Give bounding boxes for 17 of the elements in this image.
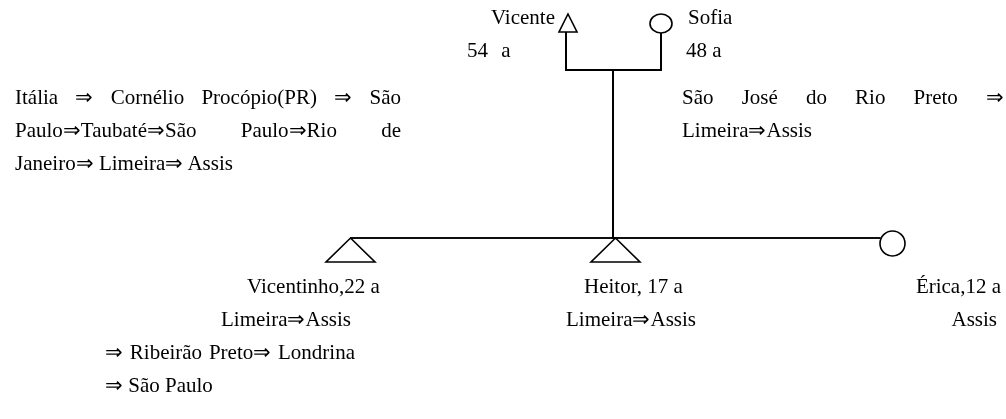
male-symbol [557, 12, 579, 33]
migration-route: Limeira⇒Assis ⇒ Ribeirão Preto⇒ Londrina ⇒ São Paulo [105, 306, 355, 399]
age-label: 54 a [467, 37, 511, 64]
age-label: 48 a [686, 37, 722, 64]
migration-route: São José do Rio Preto ⇒ Limeira⇒Assis [682, 84, 1004, 144]
male-symbol [324, 236, 377, 263]
female-symbol [649, 13, 673, 34]
person-name: Vicentinho,22 a [247, 273, 380, 300]
female-symbol [879, 230, 906, 257]
person-name: Vicente [490, 4, 555, 31]
migration-route: Itália ⇒ Cornélio Procópio(PR) ⇒ São Paulo⇒Taubaté⇒São Paulo⇒Rio de Janeiro⇒ Limeira⇒ Assis [15, 84, 401, 177]
male-symbol [589, 236, 642, 263]
person-name: Sofia [688, 4, 733, 31]
person-name: Heitor, 17 a [584, 273, 683, 300]
migration-route: Assis [951, 306, 997, 333]
person-name: Érica,12 a [915, 273, 1001, 300]
migration-route: Limeira⇒Assis [566, 306, 696, 333]
